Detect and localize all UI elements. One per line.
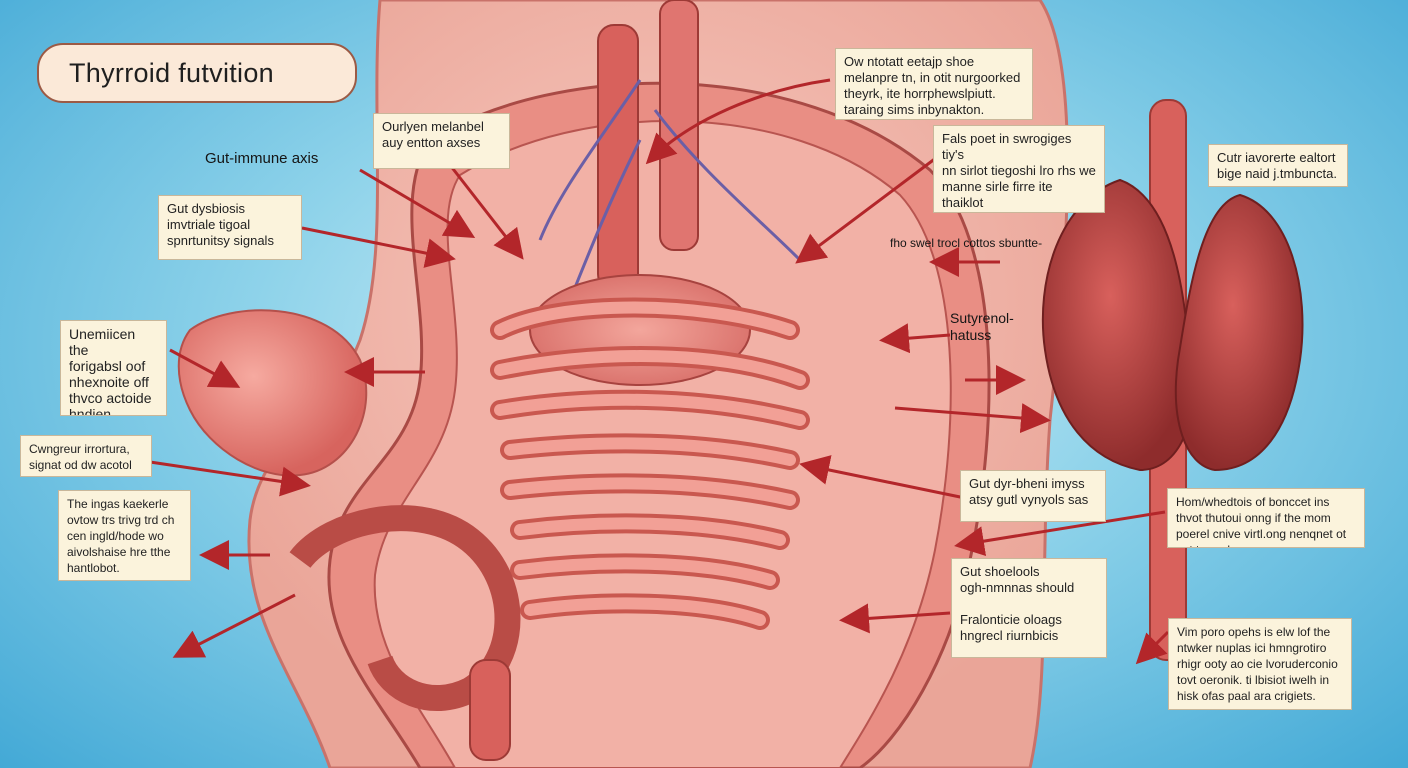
label-mid-right: Fals poet in swrogiges tiy's nn sirlot t… xyxy=(933,125,1105,213)
label-far-right-top: Cutr iavorerte ealtort bige naid j.tmbun… xyxy=(1208,144,1348,187)
heading-sutyrenol: Sutyrenol- hatuss xyxy=(950,310,1014,344)
heading-gut-immune-axis: Gut-immune axis xyxy=(205,150,318,167)
title-pill: Thyrroid futvition xyxy=(37,43,357,103)
label-right-lower: Hom/whedtois of bonccet ins thvot thutou… xyxy=(1167,488,1365,548)
label-top-center: Ourlyen melanbel auy entton axses xyxy=(373,113,510,169)
left-organ xyxy=(179,310,367,475)
label-gut-shoelools: Gut shoelools ogh-nmnnas should Fralonti… xyxy=(951,558,1107,658)
label-top-right: Ow ntotatt eetajp shoe melanpre tn, in o… xyxy=(835,48,1033,120)
lower-vessel xyxy=(470,660,510,760)
label-left-small: Cwngreur irrortura, signat od dw acotol xyxy=(20,435,152,477)
thyroid-right-lobe xyxy=(1176,195,1303,470)
label-gut-dysbiosis-right: Gut dyr-bheni imyss atsy gutl vynyols sa… xyxy=(960,470,1106,522)
label-left-bottom: The ingas kaekerle ovtow trs trivg trd c… xyxy=(58,490,191,581)
row-label: fho swel trocl cottos sbuntte- xyxy=(890,235,1042,252)
page-title: Thyrroid futvition xyxy=(69,58,274,89)
label-left-mid: Unemiicen the forigabsl oof nhexnoite of… xyxy=(60,320,167,416)
label-right-bottom: Vim poro opehs is elw lof the ntwker nup… xyxy=(1168,618,1352,710)
label-gut-dysbiosis: Gut dysbiosis imvtriale tigoal spnrtunit… xyxy=(158,195,302,260)
